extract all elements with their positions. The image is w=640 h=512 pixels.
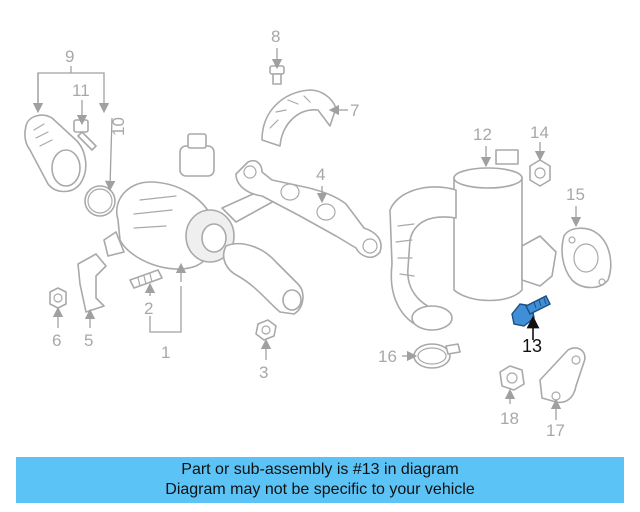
callout-8: 8: [271, 27, 280, 46]
gasket-4-part: [235, 159, 382, 259]
catalytic-converter-12-part: [389, 149, 557, 331]
nut-18-part: [499, 365, 525, 391]
callout-2: 2: [144, 299, 153, 318]
clamp-16-part: [413, 343, 461, 369]
bolt-13-part: [511, 295, 551, 327]
heat-shield-7-part: [261, 89, 337, 147]
callout-14: 14: [530, 123, 549, 142]
o-ring-10-part: [84, 185, 116, 217]
banner-line-2: Diagram may not be specific to your vehi…: [165, 481, 475, 498]
callout-10: 10: [109, 117, 128, 136]
intake-elbow-part: [24, 114, 87, 193]
callout-12: 12: [473, 125, 492, 144]
info-banner: Part or sub-assembly is #13 in diagram D…: [16, 457, 624, 503]
bracket-5-part: [77, 253, 107, 313]
callout-13: 13: [522, 336, 542, 356]
gasket-15-part: [561, 227, 612, 289]
stud-2-part: [129, 269, 163, 289]
bracket-17-part: [539, 347, 586, 404]
callout-7: 7: [350, 101, 359, 120]
callout-16: 16: [378, 347, 397, 366]
callout-11: 11: [72, 81, 90, 100]
callout-18: 18: [500, 409, 519, 428]
callout-6: 6: [52, 331, 61, 350]
exhaust-manifold-part: [222, 242, 304, 315]
nut-6-part: [49, 287, 67, 309]
callout-15: 15: [566, 185, 585, 204]
screw-8-part: [269, 65, 285, 85]
nut-3-part: [255, 319, 277, 341]
turbocharger-part: [103, 133, 277, 270]
callout-9: 9: [65, 47, 74, 66]
callout-1: 1: [161, 343, 170, 362]
callout-3: 3: [259, 363, 268, 382]
nut-14-part: [529, 159, 551, 187]
callout-5: 5: [84, 331, 93, 350]
callout-4: 4: [316, 165, 325, 184]
callout-17: 17: [546, 421, 565, 440]
banner-line-1: Part or sub-assembly is #13 in diagram: [181, 461, 459, 478]
